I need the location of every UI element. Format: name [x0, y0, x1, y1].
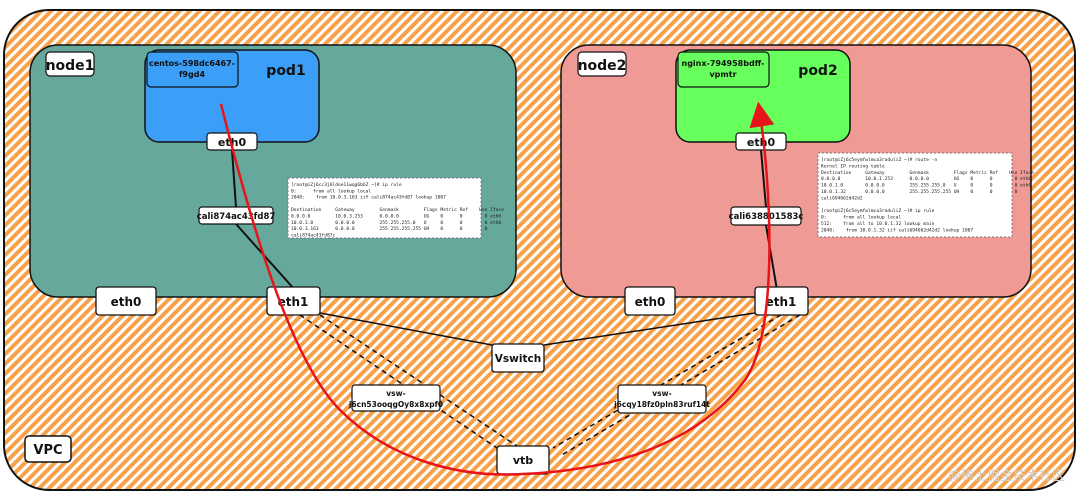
node1-route-output-line-4: Destination Gateway Genmask Flags Metric…: [291, 207, 504, 213]
pod1-name-line2: f9gd4: [179, 70, 206, 79]
node1-veth-label: cali874ac43fd87: [197, 212, 276, 222]
node1-eth0-box: [95, 286, 157, 316]
node1-route-output-box: [287, 177, 482, 239]
traffic-path: [219, 101, 775, 476]
node1-route-output-line-8: cali874ac43fd87c: [291, 232, 335, 238]
node2-eth0-label: eth0: [635, 295, 666, 309]
pod2-name-box: [677, 51, 770, 88]
node2-route-output-line-10: 512: from all to 10.0.1.32 lookup main: [821, 221, 935, 227]
node2-veth-label: cali638801583c: [729, 212, 804, 222]
node2-route-output-line-1: Kernel IP routing table: [821, 163, 885, 169]
node1-route-output-line-5: 0.0.0.0 10.0.3.253 0.0.0.0 UG 0 0 0 eth0: [291, 214, 501, 220]
node1-eth1-vtb-dashed-link-2: [319, 314, 521, 449]
pod2-name-line2: vpmtr: [709, 70, 736, 79]
node1-route-output-line-0: [root@iZj6cc3j6ldoe11wqg6bbZ ~]# ip rule: [291, 182, 402, 188]
node1-veth-eth1-link: [235, 223, 296, 291]
node2-label-box: [577, 51, 627, 77]
node1-eth1-vtb-dashed-link: [299, 314, 498, 449]
node2-route-output-line-5: 10.0.1.32 0.0.0.0 255.255.255.255 UH 0 0…: [821, 189, 1018, 195]
node2-route-output-line-0: [root@iZj6c5eymfwlmca3raduliZ ~]# route …: [821, 157, 937, 163]
node1-route-output-line-2: 2048: from 10.0.3.163 iif cali874ac43fd8…: [291, 195, 446, 201]
pod1-label: pod1: [266, 63, 305, 79]
vsw2-label-line1: vsw-: [652, 389, 671, 398]
watermark: @稀土掘金技术社区: [948, 468, 1065, 484]
node1-eth1-label: eth1: [278, 295, 309, 309]
node1-route-output-line-1: 0: from all lookup local: [291, 188, 371, 194]
vpc-label-box: [24, 435, 72, 463]
node2-route-output-line-3: 0.0.0.0 10.0.1.253 0.0.0.0 UG 0 0 0 eth0: [821, 176, 1031, 182]
node1-label: node1: [46, 58, 95, 74]
node2-route-output-line-2: Destination Gateway Genmask Flags Metric…: [821, 170, 1034, 176]
node2-eth0-box: [624, 286, 676, 316]
node2-route-output-line-4: 10.0.1.0 0.0.0.0 255.255.255.0 U 0 0 0 e…: [821, 183, 1031, 189]
pod1-name-line1: centos-598dc6467-: [149, 59, 235, 68]
vtb-label: vtb: [513, 454, 533, 467]
node1-eth1-box: [266, 286, 321, 316]
vsw2-label-line2: j6cqy18fz0pln83ruf14t: [613, 400, 710, 409]
vpc-label: VPC: [33, 443, 62, 458]
node1-pod-veth-link: [231, 149, 237, 208]
node2-eth1-vtb-dashed-link: [552, 314, 782, 449]
node2-veth-eth1-link: [765, 224, 778, 291]
node2-route-output-line-11: 2048: from 10.0.1.32 iif cali694662d42d2…: [821, 227, 973, 233]
node2-eth1-vswitch-link: [543, 312, 756, 346]
node2-route-output: [root@iZj6c5eymfwlmca3raduliZ ~]# route …: [821, 157, 1034, 233]
node1-route-output-line-7: 10.0.3.163 0.0.0.0 255.255.255.255 UH 0 …: [291, 226, 488, 232]
node2-eth1-label: eth1: [766, 295, 797, 309]
node2-route-output-line-9: 0: from all lookup local: [821, 215, 901, 221]
pod2-name-line1: nginx-794958bdff-: [682, 59, 765, 68]
pod1-name-box: [146, 51, 239, 88]
node2-label: node2: [578, 58, 627, 74]
pod2-eth0-label: eth0: [747, 136, 776, 149]
pod1-eth0-label: eth0: [218, 136, 247, 149]
vsw2-box: [617, 384, 707, 414]
node1-route-output: [root@iZj6cc3j6ldoe11wqg6bbZ ~]# ip rule…: [291, 182, 504, 238]
node2-route-output-line-6: cali694662d42d2: [821, 195, 863, 201]
node2-veth-box: [730, 206, 802, 226]
vswitch-label: Vswitch: [495, 353, 541, 365]
node1-veth-box: [198, 206, 274, 225]
vsw1-label-line2: j6cn53ooqgOy8x8xpf0: [348, 400, 443, 409]
node1-label-box: [45, 51, 95, 77]
node2-route-output-line-8: [root@iZj6c5eymfwlmca3raduliZ ~]# ip rul…: [821, 208, 935, 214]
pod2-label: pod2: [798, 63, 837, 79]
vsw1-box: [351, 384, 441, 412]
node1-eth0-label: eth0: [111, 295, 142, 309]
node1-route-output-line-6: 10.0.3.0 0.0.0.0 255.255.255.0 U 0 0 0 e…: [291, 220, 501, 226]
node1-eth1-vswitch-link: [319, 312, 493, 346]
vsw1-label-line1: vsw-: [386, 389, 405, 398]
vswitch-box: [491, 343, 545, 373]
node2-route-output-box: [817, 152, 1013, 238]
node2-pod-veth-link: [760, 149, 767, 208]
